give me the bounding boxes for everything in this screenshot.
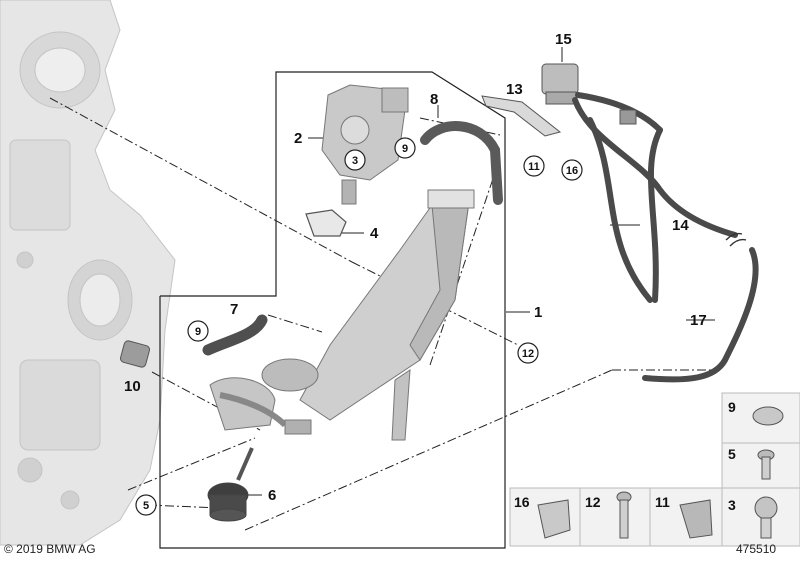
- pressure-sensor-illustration: [541, 63, 579, 105]
- legend-tile-9-label: 9: [728, 399, 736, 415]
- screw-icon: [754, 496, 778, 539]
- legend-tile-16-label: 16: [514, 494, 530, 510]
- callout-2: 2: [294, 130, 302, 147]
- diagram-id: 475510: [736, 542, 777, 556]
- callout-4: 4: [370, 225, 379, 242]
- legend-tile-3-label: 3: [728, 497, 736, 513]
- bolt-icon: [757, 449, 775, 480]
- callout-9-left: 9: [195, 326, 201, 338]
- break-marks: [725, 232, 747, 247]
- legend-tile-12-label: 12: [585, 494, 601, 510]
- copyright-text: © 2019 BMW AG: [4, 542, 96, 556]
- bolt-long-icon: [616, 491, 632, 539]
- clip-icon: [537, 499, 571, 539]
- assembly-outline: [159, 71, 506, 549]
- hose-8-illustration: [420, 121, 503, 205]
- hose-14-illustration: [572, 92, 738, 303]
- callout-13: 13: [506, 81, 523, 98]
- callout-1: 1: [534, 304, 542, 321]
- callout-6: 6: [268, 487, 276, 504]
- hose-clamp-icon: [752, 406, 784, 426]
- callout-9-top: 9: [402, 143, 408, 155]
- clip-16-illustration: [619, 109, 637, 125]
- callout-11: 11: [528, 161, 540, 173]
- callout-16: 16: [566, 165, 578, 177]
- bracket-13-illustration: [481, 95, 562, 137]
- hose-17-illustration: [642, 247, 759, 383]
- actuator-6-illustration: [207, 447, 254, 522]
- callout-12: 12: [522, 348, 534, 360]
- callout-5-left: 5: [143, 500, 149, 512]
- sleeve-10-illustration: [119, 340, 151, 368]
- circled-callouts: [135, 137, 583, 516]
- legend-tile-11-label: 11: [655, 494, 670, 510]
- callout-17: 17: [690, 312, 707, 329]
- callout-14: 14: [672, 217, 689, 234]
- double-clip-icon: [679, 499, 713, 539]
- egr-valve-illustration: [321, 84, 409, 205]
- callout-15: 15: [555, 31, 572, 48]
- callout-7: 7: [230, 301, 238, 318]
- callout-ticks: [236, 47, 715, 496]
- callout-10: 10: [124, 378, 141, 395]
- egr-cooler-illustration: [209, 189, 475, 441]
- callout-3: 3: [352, 155, 358, 167]
- hose-7-illustration: [202, 314, 268, 356]
- legend-tile-5-label: 5: [728, 446, 736, 462]
- engine-block-illustration: [0, 0, 176, 546]
- gasket-illustration: [305, 209, 347, 237]
- callout-8: 8: [430, 91, 438, 108]
- legend-panel: 9 5 3 16 12 11: [509, 392, 800, 547]
